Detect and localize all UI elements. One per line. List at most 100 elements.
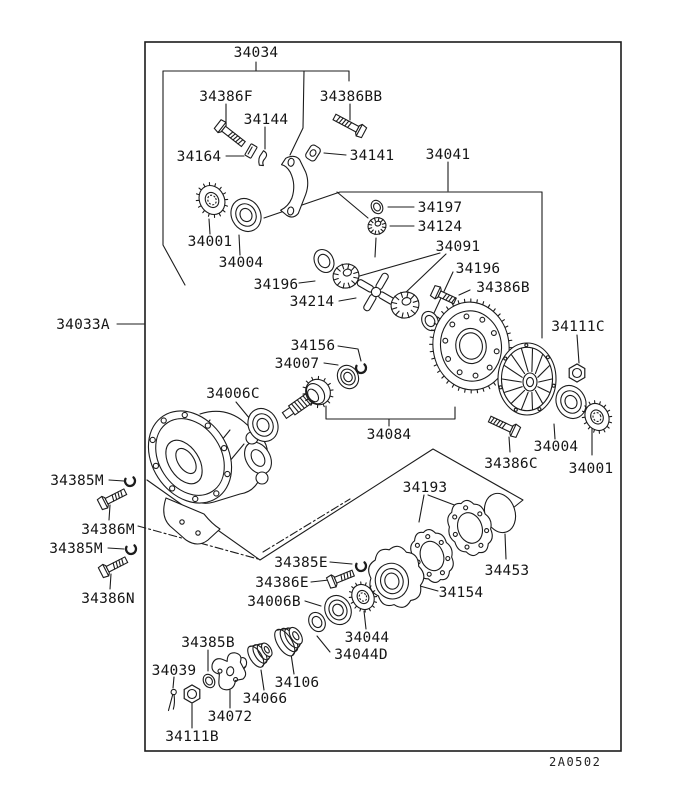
split-pin-34039 [167,688,177,712]
gear-34124 [367,217,387,235]
part-label-34084: 34084 [367,427,412,443]
part-label-34197: 34197 [418,200,463,216]
leader-34091-a [355,252,441,278]
bearing-34004-l [230,197,262,233]
leader-34193-b [427,494,458,507]
leader-34156 [337,345,362,362]
part-label-34453: 34453 [485,563,530,579]
part-label-34193: 34193 [403,480,448,496]
bracket-34034-mid [289,70,305,156]
bearing-cap [280,155,309,218]
bearing-34006C [247,407,279,443]
group-chevron [146,448,524,561]
part-label-34072: 34072 [208,709,253,725]
leader-34386C [508,436,511,453]
nut-34111C [568,363,586,383]
bolt-34386M [96,488,128,511]
part-label-34039: 34039 [152,663,197,679]
leader-34044 [363,610,367,630]
part-label-34041: 34041 [426,147,471,163]
drive-pinion-shaft [281,375,334,420]
part-label-34066: 34066 [243,691,288,707]
lock-plate-34164 [244,143,258,159]
nut-34111B [183,684,201,704]
snap-ring-34156 [354,363,368,375]
part-label-34385M-2: 34385M [49,541,103,557]
callout-lines-layer [107,41,622,752]
leader-34044D [316,635,331,653]
leader-34385M-2 [107,547,125,550]
clip-34385E [354,561,368,573]
bolt-34386N [97,556,129,579]
part-label-34156: 34156 [291,338,336,354]
bearing-retainer-34154 [368,545,425,608]
leader-34007 [323,362,339,366]
part-label-34386E: 34386E [255,575,309,591]
part-label-34164: 34164 [177,149,222,165]
part-label-34044: 34044 [345,630,390,646]
bracket-34041-arm [336,191,369,219]
part-label-34386BB: 34386BB [320,89,383,105]
part-label-34141: 34141 [350,148,395,164]
oil-seal-34044D [308,611,326,633]
axis-centerline [137,525,259,560]
pinion-gear-34091 [390,291,420,319]
leader-34154 [419,585,439,592]
part-label-34386B: 34386B [476,280,530,296]
part-label-34111C: 34111C [551,319,605,335]
part-label-34124: 34124 [418,219,463,235]
washer-34385B [202,673,216,689]
part-label-34144: 34144 [244,112,289,128]
part-label-34034: 34034 [234,45,279,61]
washer-34066 [247,642,273,668]
part-label-34001-r: 34001 [569,461,614,477]
part-label-34385B: 34385B [181,635,235,651]
thrust-washer-34196-r [421,310,439,332]
part-label-34386M: 34386M [81,522,135,538]
part-label-34386C: 34386C [484,456,538,472]
leader-34214 [338,297,357,302]
leader-34001-l [208,218,211,235]
part-label-34033A: 34033A [56,317,110,333]
drive-ring-gear [429,298,513,394]
bearing-34007 [336,364,360,390]
bracket-34084 [325,405,456,420]
part-label-34386F: 34386F [199,89,253,105]
ribbed-ring-34044 [348,581,378,613]
companion-flange-34072 [211,652,248,691]
bearing-34004-r [555,384,587,420]
part-label-34214: 34214 [290,294,335,310]
part-label-34386N: 34386N [81,591,135,607]
carrier-housing-34033A [147,410,272,545]
part-label-34385E: 34385E [274,555,328,571]
leader-34141 [323,152,347,156]
spacer-34106 [274,626,303,657]
part-label-34106: 34106 [275,675,320,691]
spoked-flange [497,342,557,416]
part-label-34111B: 34111B [165,729,219,745]
gasket-34193-a [447,499,493,557]
bracket-34034-left [162,70,186,286]
leader-34066 [260,669,265,691]
bolt-34386C [487,415,522,439]
part-label-34004-l: 34004 [219,255,264,271]
part-label-34006C: 34006C [206,386,260,402]
leader-34006C [235,401,251,420]
leader-34039 [172,676,175,689]
clip-34144 [258,150,268,167]
part-label-34004-r: 34004 [534,439,579,455]
leader-34004-l [238,234,241,256]
splined-ring-34001-r [581,400,613,434]
leader-34106 [290,653,295,675]
diagram-code-label: 2A0502 [549,755,602,769]
part-label-34001-l: 34001 [188,234,233,250]
part-label-34044D: 34044D [334,647,388,663]
part-label-34154: 34154 [439,585,484,601]
stopper-34141 [305,144,321,162]
leader-34386E [310,579,330,583]
leader-34004-r [553,423,556,440]
spider-shaft-34214 [356,272,396,312]
leader-34006B [304,600,322,607]
